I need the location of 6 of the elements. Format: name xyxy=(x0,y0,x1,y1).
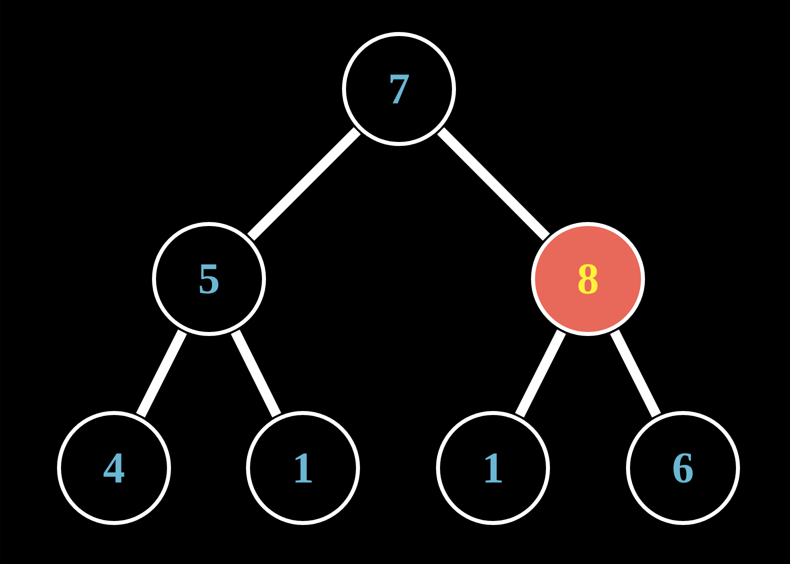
edge-line xyxy=(437,127,550,241)
edge-line xyxy=(136,329,187,418)
edge-line xyxy=(247,127,361,241)
edge-line xyxy=(515,329,566,418)
edge-line xyxy=(610,329,661,418)
edge-line xyxy=(230,330,282,418)
